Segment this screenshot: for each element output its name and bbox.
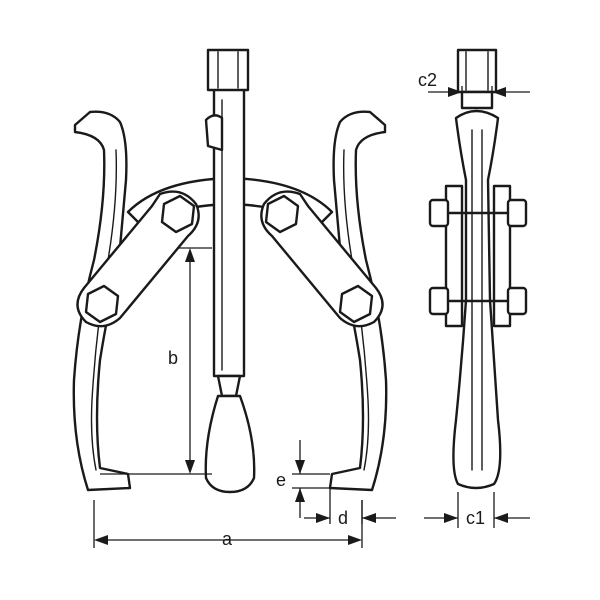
front-view: [72, 48, 388, 494]
spindle-point: [216, 374, 242, 398]
side-lower-nut-right: [506, 286, 528, 316]
dimensions: [93, 86, 530, 548]
dim-e-arrow-bottom: [295, 488, 305, 502]
label-d: d: [338, 508, 348, 528]
dim-b-arrow-top: [185, 248, 195, 262]
side-upper-nut-right: [506, 198, 528, 228]
dim-c1-arrow-left: [444, 513, 458, 523]
side-lower-nut-left: [428, 286, 450, 316]
label-c2: c2: [418, 70, 437, 90]
side-jaw-body: [452, 109, 502, 490]
dim-d-arrow-left: [316, 513, 330, 523]
spindle-hex-head: [206, 48, 250, 92]
dim-c2-arrow-left: [448, 87, 462, 97]
side-hex-head: [456, 48, 498, 94]
dimension-labels: a b e d c1 c2: [168, 70, 485, 549]
dim-c1-arrow-right: [494, 513, 508, 523]
side-plate-right: [492, 184, 512, 328]
spindle-collar: [204, 114, 224, 152]
left-lower-hex-bolt: [84, 284, 120, 324]
right-upper-hex-bolt: [264, 194, 300, 234]
label-c1: c1: [466, 508, 485, 528]
dim-a-arrow-right: [348, 535, 362, 545]
right-lower-hex-bolt: [338, 284, 374, 324]
dim-a-arrow-left: [94, 535, 108, 545]
left-upper-hex-bolt: [160, 194, 196, 234]
dim-e-arrow-top: [295, 460, 305, 474]
label-b: b: [168, 348, 178, 368]
dim-b-arrow-bottom: [185, 460, 195, 474]
dim-d-arrow-right: [362, 513, 376, 523]
dim-c2-arrow-right: [492, 87, 506, 97]
pressure-pad: [204, 394, 256, 494]
side-upper-nut-left: [428, 198, 450, 228]
label-a: a: [222, 529, 233, 549]
side-plate-left: [444, 184, 464, 328]
label-e: e: [276, 470, 286, 490]
side-view: [428, 48, 528, 490]
side-spindle-neck: [460, 90, 494, 110]
